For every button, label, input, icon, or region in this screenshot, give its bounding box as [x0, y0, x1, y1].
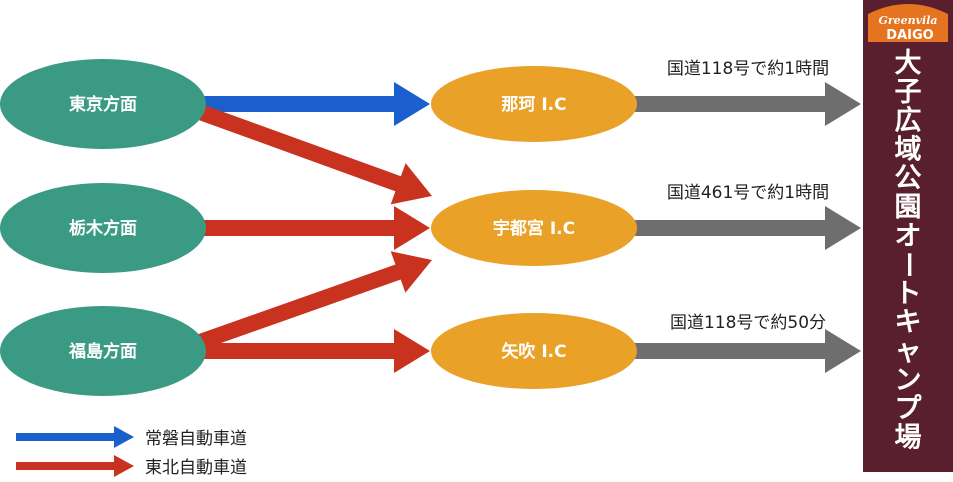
arrow-fukushima-yabuki [200, 329, 430, 373]
destination-char: オ [895, 221, 922, 252]
arrow-fukushima-utsunomiya [197, 251, 432, 350]
destination-char: 子 [895, 77, 922, 108]
destination-char: 公 [895, 163, 922, 194]
destination-char: 園 [895, 192, 922, 223]
legend: 常磐自動車道 東北自動車道 [16, 426, 247, 478]
destination-char: プ [895, 394, 923, 425]
destination-char: 域 [895, 134, 922, 165]
connector-arrows [195, 82, 432, 373]
destination-char: 大 [895, 48, 922, 79]
origin-tokyo: 東京方面 [0, 59, 206, 149]
destination-char: 場 [895, 422, 922, 453]
route-arrow-1 [625, 82, 861, 126]
origin-label-fukushima: 福島方面 [68, 341, 137, 362]
arrow-tochigi-utsunomiya [200, 206, 430, 250]
ic-label-yabuki: 矢吹 I.C [501, 341, 566, 362]
route-arrows [625, 82, 861, 373]
destination-char: ャ [895, 336, 922, 367]
arrow-tokyo-naka [195, 82, 430, 126]
destination-char: ー [892, 251, 923, 278]
route-arrow-3 [625, 329, 861, 373]
origin-label-tochigi: 栃木方面 [69, 218, 137, 239]
destination-char: キ [895, 307, 922, 338]
destination-char: 広 [895, 105, 922, 137]
ic-naka: 那珂 I.C [431, 66, 637, 142]
route-label-2: 国道461号で約1時間 [667, 183, 829, 203]
legend-arrow-tohoku [16, 455, 134, 477]
logo-text-daigo: DAIGO [886, 28, 933, 43]
arrow-tokyo-utsunomiya [197, 104, 432, 205]
route-label-3: 国道118号で約50分 [670, 313, 826, 333]
route-arrow-2 [625, 206, 861, 250]
origin-label-tokyo: 東京方面 [69, 94, 137, 115]
legend-label-tohoku: 東北自動車道 [145, 458, 247, 478]
ic-utsunomiya: 宇都宮 I.C [431, 190, 637, 266]
origin-fukushima: 福島方面 [0, 306, 206, 396]
ic-label-utsunomiya: 宇都宮 I.C [493, 218, 575, 239]
legend-arrows [16, 426, 134, 477]
destination-char: ト [895, 278, 922, 309]
ic-yabuki: 矢吹 I.C [431, 313, 637, 389]
logo-badge: Greenvila DAIGO [868, 4, 948, 43]
legend-arrow-joban [16, 426, 134, 448]
logo-text-greenvila: Greenvila [878, 14, 937, 27]
origin-tochigi: 栃木方面 [0, 183, 206, 273]
destination-char: ン [895, 365, 922, 396]
route-label-1: 国道118号で約1時間 [667, 59, 829, 79]
legend-label-joban: 常磐自動車道 [145, 429, 247, 449]
ic-label-naka: 那珂 I.C [501, 95, 566, 115]
